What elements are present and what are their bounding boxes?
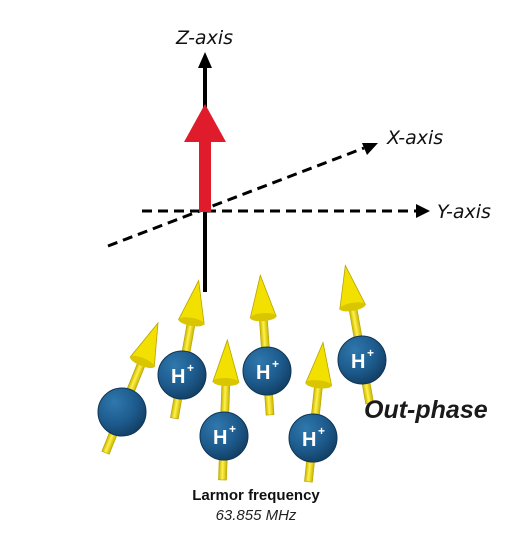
y-axis-label: Y-axis <box>437 201 491 223</box>
proton-group: H+H+H+H+H+ <box>97 264 387 483</box>
proton-label: H <box>171 366 185 388</box>
spin-arrow <box>339 264 374 405</box>
x-axis-arrowhead <box>362 143 378 155</box>
proton-ball <box>199 411 249 461</box>
proton-ball <box>157 350 207 400</box>
proton-label: H <box>256 362 270 384</box>
proton-label: H <box>302 429 316 451</box>
proton-spin <box>97 321 159 455</box>
proton-spin: H+ <box>288 341 338 483</box>
y-axis <box>142 204 430 218</box>
x-axis-label: X-axis <box>386 127 443 149</box>
z-axis-label: Z-axis <box>175 27 233 49</box>
phase-label: Out-phase <box>364 396 488 424</box>
z-axis-arrowhead <box>198 52 212 68</box>
proton-charge: + <box>187 361 194 375</box>
y-axis-arrowhead <box>416 204 430 218</box>
proton-spin: H+ <box>242 273 292 416</box>
proton-charge: + <box>367 346 374 360</box>
proton-ball <box>242 346 292 396</box>
proton-spin: H+ <box>157 279 207 420</box>
proton-label: H <box>213 427 227 449</box>
proton-ball <box>288 413 338 463</box>
proton-label: H <box>351 351 365 373</box>
net-magnetization-arrow <box>184 104 226 212</box>
proton-spin: H+ <box>337 264 387 405</box>
larmor-frequency-title: Larmor frequency <box>192 487 320 504</box>
proton-ball <box>337 335 387 385</box>
spin-arrow <box>170 279 205 420</box>
proton-charge: + <box>272 357 279 371</box>
x-axis <box>107 143 378 248</box>
spin-arrow <box>101 321 159 455</box>
proton-charge: + <box>229 422 236 436</box>
proton-spin: H+ <box>199 338 249 481</box>
proton-ball <box>97 387 147 437</box>
proton-charge: + <box>318 424 325 438</box>
larmor-frequency-value: 63.855 MHz <box>216 507 297 524</box>
